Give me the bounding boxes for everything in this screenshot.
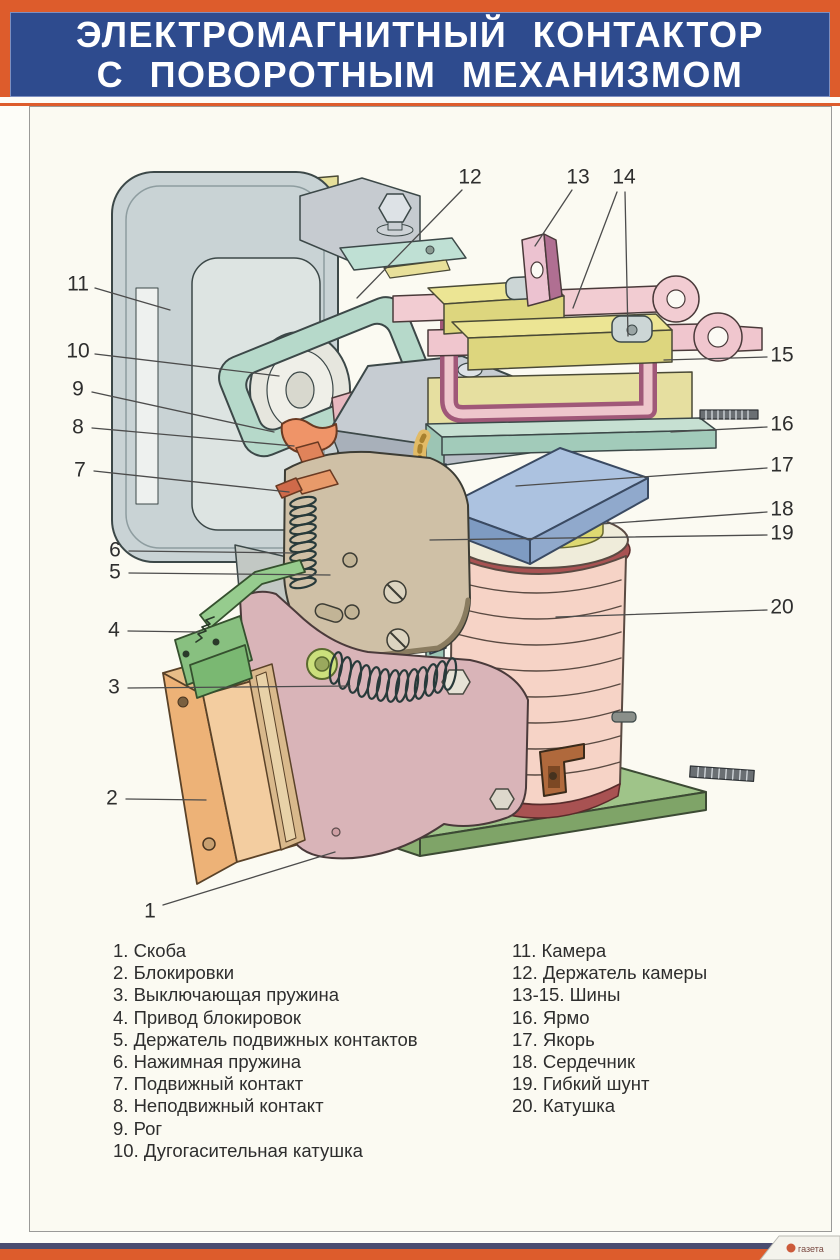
callout-leader-line (94, 353, 280, 377)
callout-number: 9 (72, 378, 84, 401)
callout-leader-line (125, 798, 207, 801)
callout-leader-line (572, 191, 618, 309)
contact-holder (234, 450, 471, 660)
callout-leader-line (515, 467, 768, 487)
busbars (383, 233, 763, 371)
legend-item: 18. Сердечник (512, 1051, 636, 1073)
legend-item: 3. Выключающая пружина (113, 984, 340, 1006)
poster-title-line1: ЭЛЕКТРОМАГНИТНЫЙ КОНТАКТОР (76, 13, 764, 55)
interlock-drive (174, 559, 338, 699)
callout-number: 8 (72, 416, 84, 439)
callout-number: 5 (109, 561, 121, 584)
legend-item: 6. Нажимная пружина (113, 1051, 302, 1073)
legend-item: 8. Неподвижный контакт (113, 1095, 324, 1117)
publisher-logo-text: газета (798, 1244, 824, 1254)
callout-number: 14 (612, 166, 636, 189)
legend-item: 1. Скоба (113, 940, 186, 961)
callout-leader-line (93, 470, 290, 493)
header-divider (0, 97, 840, 103)
callout-leader-line (600, 511, 768, 525)
callout-number: 3 (108, 676, 120, 699)
legend-item: 10. Дугогасительная катушка (113, 1139, 363, 1161)
busbar-15 (440, 291, 657, 423)
poster-title-line2: С ПОВОРОТНЫМ МЕХАНИЗМОМ (96, 53, 744, 95)
callout-number: 7 (74, 459, 86, 482)
callout-number: 17 (770, 454, 793, 477)
callout-leader-line (663, 356, 768, 361)
callout-leader-line (670, 426, 768, 433)
contacts-and-horn (275, 418, 339, 499)
callout-number: 18 (770, 498, 793, 521)
publisher-badge: газета (759, 1235, 840, 1260)
legend-item: 13-15. Шины (512, 984, 621, 1006)
release-spring (328, 651, 458, 703)
callout-leader-line (555, 609, 768, 618)
top-mount-block (299, 177, 467, 271)
callout-leader-line (91, 427, 295, 447)
callout-leader-line (624, 191, 629, 337)
callout-leader-line (91, 391, 275, 433)
callout-leader-line (94, 287, 171, 311)
legend-item: 4. Привод блокировок (113, 1006, 301, 1028)
callout-leader-line (356, 189, 463, 299)
callout-number: 4 (108, 619, 120, 642)
callout-leader-line (429, 534, 768, 541)
callout-leader-line (127, 630, 200, 633)
legend-item: 12. Держатель камеры (512, 962, 708, 984)
legend-item: 20. Катушка (512, 1095, 616, 1117)
callout-number: 12 (458, 166, 481, 189)
legend-item: 5. Держатель подвижных контактов (113, 1028, 418, 1050)
legend-item: 7. Подвижный контакт (113, 1073, 304, 1095)
legend-item: 9. Рог (113, 1117, 163, 1139)
title-box: ЭЛЕКТРОМАГНИТНЫЙ КОНТАКТОР С ПОВОРОТНЫМ … (10, 12, 830, 97)
footer-navy-line (0, 1243, 840, 1249)
legend-item: 16. Ярмо (512, 1006, 590, 1028)
callout-number: 1 (144, 900, 156, 923)
legend-item: 2. Блокировки (113, 962, 235, 984)
legend-item: 19. Гибкий шунт (512, 1073, 650, 1095)
callout-number: 10 (66, 340, 89, 363)
callout-number: 13 (566, 166, 589, 189)
footer-orange-band (0, 1249, 840, 1260)
legend-item: 17. Якорь (512, 1028, 595, 1050)
header-rule (0, 103, 840, 106)
callout-number: 2 (106, 787, 118, 810)
interlock-box (162, 655, 306, 885)
callout-number: 6 (109, 539, 121, 562)
callout-leader-line (128, 550, 295, 554)
callout-leader-line (128, 572, 331, 576)
callout-leader-line (162, 851, 336, 906)
callout-leader-line (534, 189, 573, 247)
legend-item: 11. Камера (512, 940, 607, 961)
callout-number: 16 (770, 413, 793, 436)
callout-number: 15 (770, 344, 793, 367)
publisher-logo-icon (786, 1243, 796, 1253)
callout-number: 19 (770, 522, 793, 545)
callout-number: 11 (67, 273, 89, 296)
callout-leader-line (127, 685, 351, 689)
callout-number: 20 (770, 596, 793, 619)
